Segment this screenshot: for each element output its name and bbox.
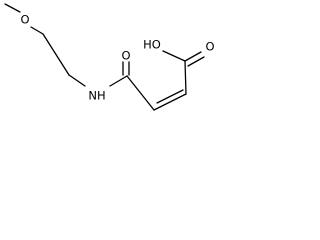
atom-labels: O NH O HO O xyxy=(20,13,214,103)
bond-acid-c-hydroxyl xyxy=(162,50,186,62)
bond-alkene-double-outer xyxy=(153,93,187,111)
bond-carbonyl-c-alkene-c xyxy=(126,75,155,111)
bond-ch2-ch2 xyxy=(42,33,70,76)
atom-label-hydroxyl: HO xyxy=(143,38,161,52)
bond-ch2-nh xyxy=(68,74,86,87)
bond-methoxy-o-ch2 xyxy=(30,26,44,35)
bonds xyxy=(4,3,205,111)
bond-alkene-c-acid-c xyxy=(184,60,187,95)
atom-label-amide-oxygen: O xyxy=(121,49,130,63)
bond-nh-carbonyl-c xyxy=(109,75,128,87)
atom-label-acid-oxygen: O xyxy=(205,40,214,54)
chemical-structure-diagram: O NH O HO O xyxy=(4,3,215,111)
bond-acid-c-o-double-b xyxy=(187,56,205,67)
bond-acid-c-o-double-a xyxy=(184,51,202,62)
atom-label-methoxy-oxygen: O xyxy=(20,13,29,27)
bond-alkene-double-inner xyxy=(156,89,184,104)
atom-label-amide-nitrogen: NH xyxy=(88,89,105,103)
bond-methyl-methoxy-o xyxy=(4,3,21,13)
